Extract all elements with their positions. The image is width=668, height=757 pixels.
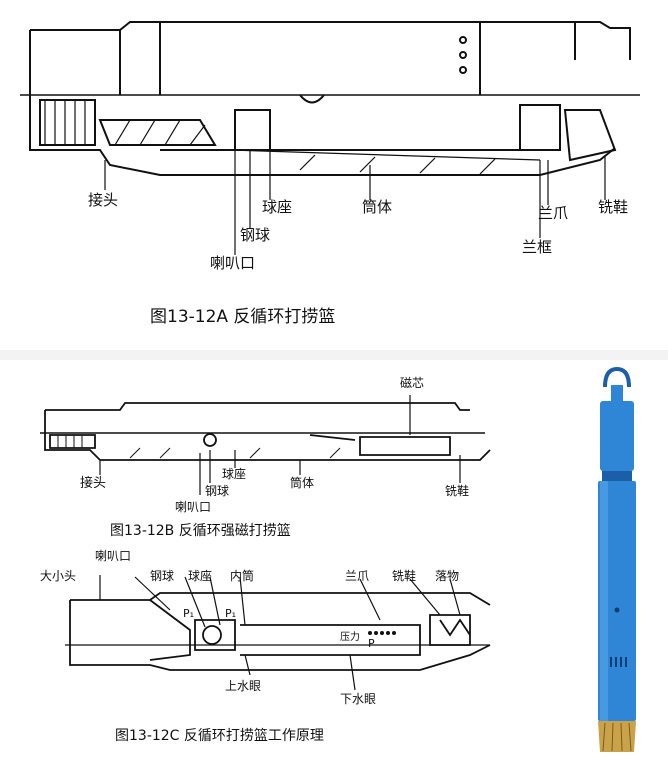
figure-b-drawing: 磁芯 接头 球座 钢球 喇叭口 筒体 铣鞋 <box>40 375 491 514</box>
figa-bell-mouth-label: 喇叭口 <box>210 254 255 272</box>
figc-milling-shoe-label: 铣鞋 <box>392 568 416 583</box>
figa-joint-label: 接头 <box>88 191 118 209</box>
tool-hole <box>614 607 620 613</box>
figb-barrel-label: 筒体 <box>290 475 314 490</box>
figa-caption: 图13-12A 反循环打捞篮 <box>150 307 336 327</box>
figc-pressure-label: 压力 <box>340 630 360 643</box>
figc-ball-seat-label: 球座 <box>188 568 212 583</box>
tool-neck <box>611 385 623 403</box>
tool-collar <box>602 471 632 481</box>
figb-magnet-core-label: 磁芯 <box>400 375 424 390</box>
figb-steel-ball-label: 钢球 <box>205 484 229 498</box>
tool-highlight <box>600 481 608 721</box>
tool-photo-drawing <box>598 367 636 752</box>
figa-orchid-claw-label: 兰爪 <box>538 204 568 222</box>
figa-orchid-frame-label: 兰框 <box>522 238 552 256</box>
figc-steel-ball-label: 钢球 <box>150 569 174 583</box>
figc-p1-a-label: P₁ <box>183 607 194 620</box>
figa-ball-seat-label: 球座 <box>262 198 292 216</box>
divider <box>0 350 668 360</box>
figc-p-label: P <box>368 637 375 650</box>
figure-a: 接头 球座 钢球 喇叭口 筒体 兰爪 铣鞋 兰框 图13-12A 反循环打捞篮 <box>0 0 668 345</box>
figc-fallen-object-label: 落物 <box>435 569 459 583</box>
figc-reducer-label: 大小头 <box>40 569 76 583</box>
figure-a-drawing: 接头 球座 钢球 喇叭口 筒体 兰爪 铣鞋 兰框 <box>20 21 640 272</box>
tool-photo <box>567 367 668 757</box>
figb-caption: 图13-12B 反循环强磁打捞篮 <box>110 523 291 539</box>
tool-slots <box>610 657 627 667</box>
milling-shoe-bit <box>598 721 636 752</box>
figa-steel-ball-label: 钢球 <box>240 226 270 244</box>
figa-milling-shoe-label: 铣鞋 <box>598 198 628 216</box>
figc-inner-tube-label: 内筒 <box>230 568 254 583</box>
figure-b: 磁芯 接头 球座 钢球 喇叭口 筒体 铣鞋 图13-12B 反循环强磁打捞篮 <box>0 365 565 545</box>
figb-ball-seat-label: 球座 <box>222 466 246 481</box>
figb-milling-shoe-label: 铣鞋 <box>445 483 469 498</box>
figc-upper-hole-label: 上水眼 <box>225 679 261 693</box>
figure-c: 喇叭口 大小头 钢球 球座 内筒 兰爪 铣鞋 落物 P₁ P₁ 压力 P 上水眼… <box>0 545 565 757</box>
figc-orchid-claw-label: 兰爪 <box>345 569 369 583</box>
figb-bell-mouth-label: 喇叭口 <box>175 499 211 514</box>
figc-bell-mouth-label: 喇叭口 <box>95 548 131 563</box>
tool-upper-body <box>600 401 634 471</box>
figb-joint-label: 接头 <box>80 475 106 491</box>
figa-barrel-label: 筒体 <box>362 198 392 216</box>
lifting-ring-icon <box>603 367 631 388</box>
figc-lower-hole-label: 下水眼 <box>340 692 376 706</box>
figc-caption: 图13-12C 反循环打捞篮工作原理 <box>115 728 324 744</box>
figure-c-drawing: 喇叭口 大小头 钢球 球座 内筒 兰爪 铣鞋 落物 P₁ P₁ 压力 P 上水眼… <box>40 548 491 706</box>
figc-p1-b-label: P₁ <box>225 607 236 620</box>
